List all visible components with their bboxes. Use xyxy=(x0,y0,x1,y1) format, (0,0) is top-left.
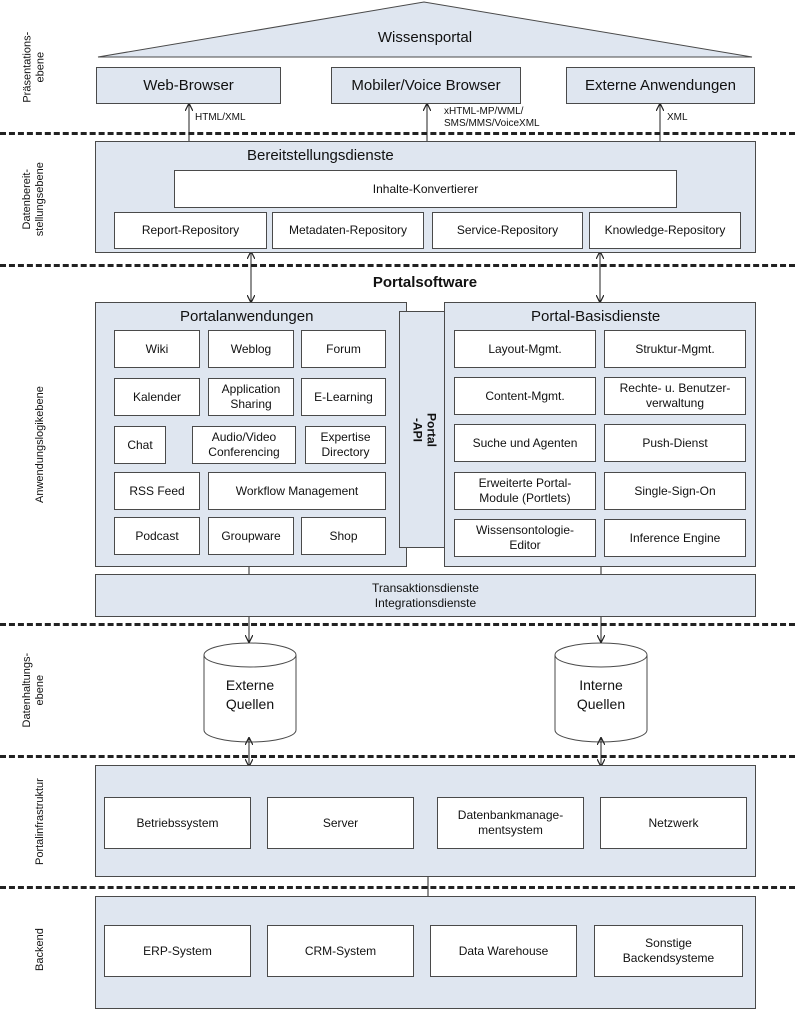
layer-separator-1 xyxy=(0,132,795,135)
mobile-browser-box: Mobiler/Voice Browser xyxy=(331,67,521,104)
portal-roof xyxy=(97,1,753,58)
layer-separator-2 xyxy=(0,264,795,267)
format-mobile-label: xHTML-MP/WML/ SMS/MMS/VoiceXML xyxy=(444,106,540,129)
structure-mgmt-box: Struktur-Mgmt. xyxy=(604,330,746,368)
weblog-box: Weblog xyxy=(208,330,294,368)
portal-title: Wissensportal xyxy=(377,29,473,46)
external-sources-label: Externe Quellen xyxy=(225,677,275,712)
other-backend-systems-box: Sonstige Backendsysteme xyxy=(594,925,743,977)
application-sharing-box: Application Sharing xyxy=(208,378,294,416)
shop-box: Shop xyxy=(301,517,386,555)
report-repository-box: Report-Repository xyxy=(114,212,267,249)
service-repository-box: Service-Repository xyxy=(432,212,583,249)
expertise-directory-box: Expertise Directory xyxy=(305,426,386,464)
ontology-editor-box: Wissensontologie- Editor xyxy=(454,519,596,557)
layer-separator-3 xyxy=(0,623,795,626)
operating-system-box: Betriebssystem xyxy=(104,797,251,849)
workflow-management-box: Workflow Management xyxy=(208,472,386,510)
single-sign-on-box: Single-Sign-On xyxy=(604,472,746,510)
chat-box: Chat xyxy=(114,426,166,464)
groupware-box: Groupware xyxy=(208,517,294,555)
calendar-box: Kalender xyxy=(114,378,200,416)
rights-user-management-box: Rechte- u. Benutzer- verwaltung xyxy=(604,377,746,415)
format-external-label: XML xyxy=(667,112,688,123)
data-warehouse-box: Data Warehouse xyxy=(430,925,577,977)
server-box: Server xyxy=(267,797,414,849)
cylinder-external-sources xyxy=(203,642,297,743)
portal-software-title: Portalsoftware xyxy=(372,274,478,291)
database-management-system-box: Datenbankmanage- mentsystem xyxy=(437,797,584,849)
metadata-repository-box: Metadaten-Repository xyxy=(272,212,424,249)
web-browser-box: Web-Browser xyxy=(96,67,281,104)
network-box: Netzwerk xyxy=(600,797,747,849)
layer-separator-5 xyxy=(0,886,795,889)
content-mgmt-box: Content-Mgmt. xyxy=(454,377,596,415)
knowledge-repository-box: Knowledge-Repository xyxy=(589,212,741,249)
portal-api-label: Portal -API xyxy=(409,412,438,447)
internal-sources-label: Interne Quellen xyxy=(576,677,626,712)
content-converter-box: Inhalte-Konvertierer xyxy=(174,170,677,208)
layer-separator-4 xyxy=(0,755,795,758)
search-agents-box: Suche und Agenten xyxy=(454,424,596,462)
cylinder-internal-sources xyxy=(554,642,648,743)
forum-box: Forum xyxy=(301,330,386,368)
crm-system-box: CRM-System xyxy=(267,925,414,977)
portal-base-services-title: Portal-Basisdienste xyxy=(531,308,661,325)
inference-engine-box: Inference Engine xyxy=(604,519,746,557)
external-apps-box: Externe Anwendungen xyxy=(566,67,755,104)
portlet-modules-box: Erweiterte Portal- Module (Portlets) xyxy=(454,472,596,510)
format-web-label: HTML/XML xyxy=(195,112,246,123)
portal-api-box: Portal -API xyxy=(399,311,448,548)
transaction-integration-services-box: Transaktionsdienste Integrationsdienste xyxy=(95,574,756,617)
audio-video-conferencing-box: Audio/Video Conferencing xyxy=(192,426,296,464)
wiki-box: Wiki xyxy=(114,330,200,368)
provision-services-title: Bereitstellungsdienste xyxy=(247,147,394,164)
push-service-box: Push-Dienst xyxy=(604,424,746,462)
elearning-box: E-Learning xyxy=(301,378,386,416)
podcast-box: Podcast xyxy=(114,517,200,555)
portal-applications-title: Portalanwendungen xyxy=(180,308,314,325)
rss-feed-box: RSS Feed xyxy=(114,472,200,510)
erp-system-box: ERP-System xyxy=(104,925,251,977)
layout-mgmt-box: Layout-Mgmt. xyxy=(454,330,596,368)
